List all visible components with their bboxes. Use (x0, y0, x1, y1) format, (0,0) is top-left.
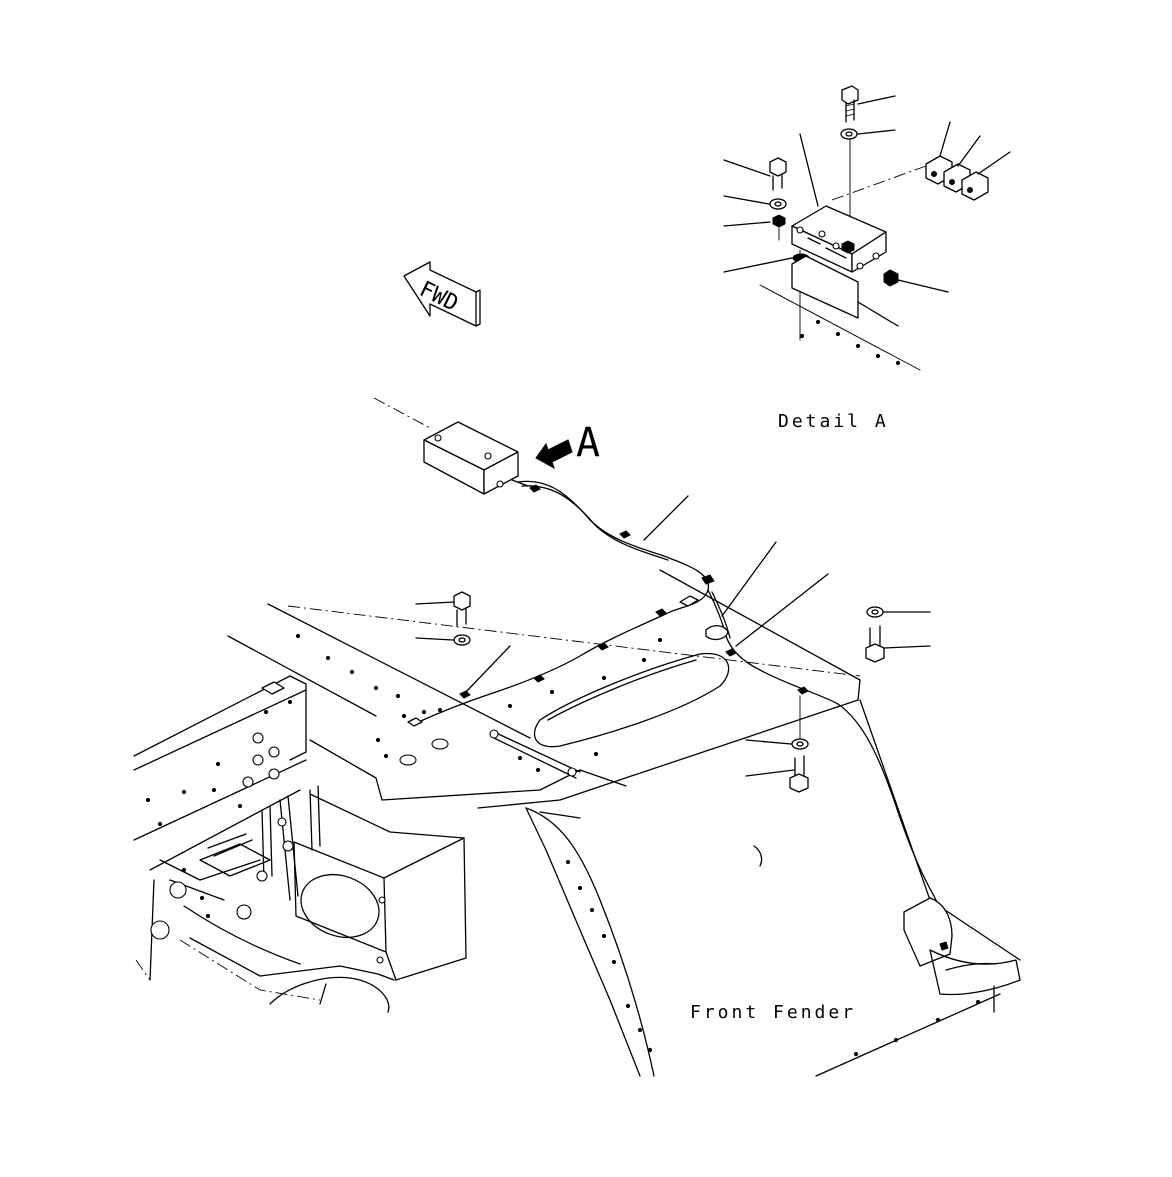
washer-icon (415, 634, 471, 646)
bolt-icon (745, 755, 809, 793)
bolt-icon (723, 157, 787, 191)
wiring-harness (407, 480, 946, 945)
front-fender-caption: Front Fender (690, 1002, 856, 1023)
controller-box (791, 205, 887, 273)
fwd-direction-arrow: FWD (403, 261, 481, 327)
connector-icon (925, 121, 1011, 201)
nut-icon (883, 269, 949, 293)
washer-icon (866, 606, 931, 618)
mounting-pad (791, 255, 899, 327)
nut-icon (723, 214, 786, 228)
detail-a-assembly: Detail A (723, 85, 1011, 432)
bolt-icon (415, 591, 471, 627)
bolt-icon (865, 625, 931, 663)
detail-a-caption: Detail A (778, 411, 889, 432)
washer-icon (840, 128, 896, 140)
bolt-icon (841, 85, 896, 123)
view-a-marker: A (576, 420, 600, 466)
controller-box-main (373, 397, 529, 495)
washer-icon (745, 738, 809, 750)
view-a-arrow: A (535, 420, 600, 470)
washer-icon (723, 195, 787, 210)
machine-frame: Front Fender (133, 569, 1021, 1077)
